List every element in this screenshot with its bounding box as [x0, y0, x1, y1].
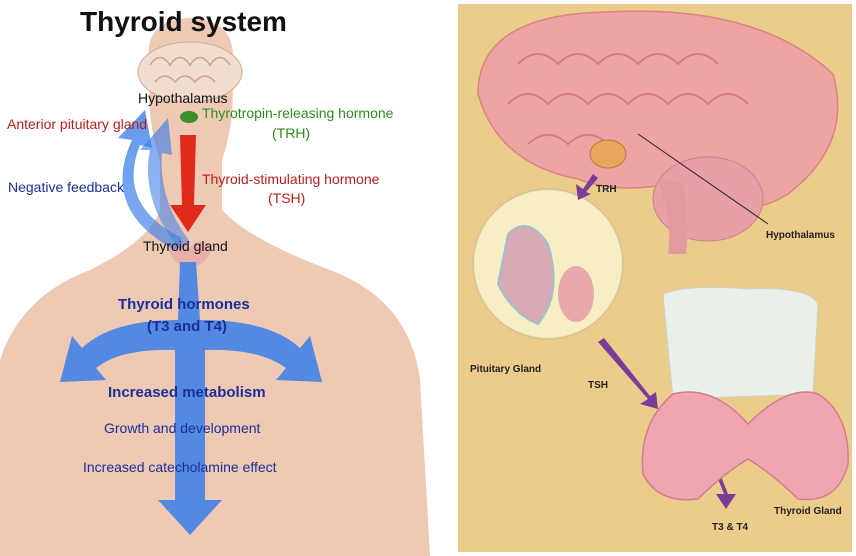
- growth-label: Growth and development: [104, 420, 260, 436]
- trachea-cartilage: [663, 287, 818, 399]
- thyroid-system-diagram: Thyroid system Hypothalamus Anterior pit…: [0, 0, 450, 556]
- brain-illustration: [478, 11, 838, 209]
- thyroid-illustration: [642, 392, 848, 500]
- catecholamine-label: Increased catecholamine effect: [83, 459, 277, 475]
- trh-name-label: Thyrotropin-releasing hormone: [202, 105, 393, 121]
- trh-abbr-label: (TRH): [272, 125, 310, 141]
- negative-feedback-label: Negative feedback: [8, 179, 124, 195]
- pituitary-posterior-lobe: [558, 266, 594, 322]
- anatomy-illustration: TRH Hypothalamus Pituitary Gland TSH Thy…: [458, 4, 852, 552]
- hypothalamus-label: Hypothalamus: [138, 90, 228, 106]
- pituitary-small: [590, 140, 626, 168]
- thyroid-hormones-label: Thyroid hormones: [118, 296, 250, 313]
- tsh-arrow-illustration: [598, 338, 658, 409]
- anterior-pituitary-label: Anterior pituitary gland: [7, 116, 147, 132]
- hypothalamus-illustration-label: Hypothalamus: [766, 230, 835, 241]
- anatomy-artwork: [458, 4, 852, 552]
- thyroid-gland-label: Thyroid gland: [143, 238, 228, 254]
- t3-t4-illustration-label: T3 & T4: [712, 522, 748, 533]
- thyroid-gland-illustration-label: Thyroid Gland: [774, 506, 842, 517]
- diagram-title: Thyroid system: [80, 6, 287, 38]
- tsh-illustration-label: TSH: [588, 380, 608, 391]
- pituitary-dot: [180, 111, 198, 123]
- increased-metabolism-label: Increased metabolism: [108, 384, 266, 401]
- trh-illustration-label: TRH: [596, 184, 617, 195]
- tsh-abbr-label: (TSH): [268, 190, 305, 206]
- pituitary-gland-label: Pituitary Gland: [470, 364, 541, 375]
- t3-t4-label: (T3 and T4): [147, 318, 227, 335]
- tsh-name-label: Thyroid-stimulating hormone: [202, 171, 379, 187]
